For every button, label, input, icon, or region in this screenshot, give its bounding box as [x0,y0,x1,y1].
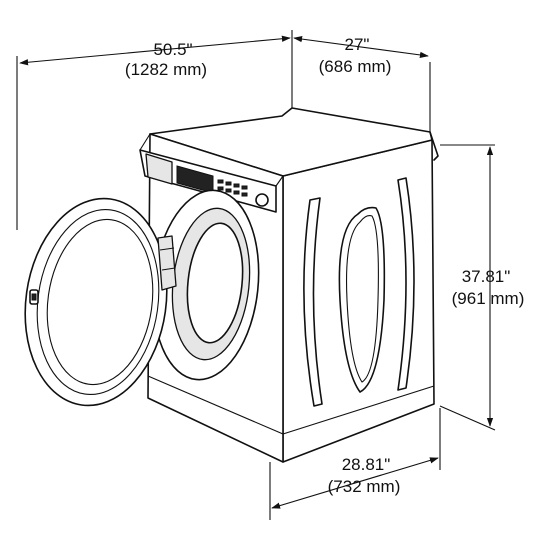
control-panel-top-bevel [139,133,284,187]
door-outer-rim [24,197,168,407]
control-knob [255,193,269,207]
depth-open-metric-label: (1282 mm) [125,60,207,79]
control-button [241,192,248,197]
height-metric-label: (961 mm) [452,289,525,308]
width-imperial-label: 27" [345,35,370,54]
control-button [233,190,240,195]
dimension-labels: 50.5" (1282 mm) 27" (686 mm) 37.81" (961… [125,35,524,496]
height-imperial-label: 37.81" [462,267,511,286]
door-glass [46,218,154,386]
side-panel-right-strip [397,177,415,391]
control-button [217,179,224,184]
depth-open-imperial-label: 50.5" [153,40,192,59]
side-panel-left-strip [303,197,323,407]
depth-imperial-label: 28.81" [342,455,391,474]
washer-side-base-line [282,385,435,435]
width-dimension-line [293,35,429,59]
control-button [241,185,248,190]
depth-metric-label: (732 mm) [328,477,401,496]
control-buttons [217,179,248,197]
width-metric-label: (686 mm) [319,57,392,76]
open-door [24,197,177,407]
washer-front-base-line [147,375,284,435]
control-button [233,183,240,188]
dimension-lines [16,30,496,520]
control-button [225,181,232,186]
depth-open-dimension-line [19,35,291,66]
side-panel-center-oval [338,206,386,393]
washer-illustration [24,107,439,463]
drum-opening [186,222,244,344]
detergent-drawer [145,153,173,185]
control-button [225,188,232,193]
washer-side-panel [282,139,435,463]
control-button [217,186,224,191]
height-extension-line-bottom [439,405,496,431]
door-latch-detail [31,293,37,301]
washer-top-edge [429,131,439,161]
door-hinge-detail [159,247,176,271]
depth-dimension-line [271,457,439,509]
side-panel-center-oval-inner [346,215,379,383]
